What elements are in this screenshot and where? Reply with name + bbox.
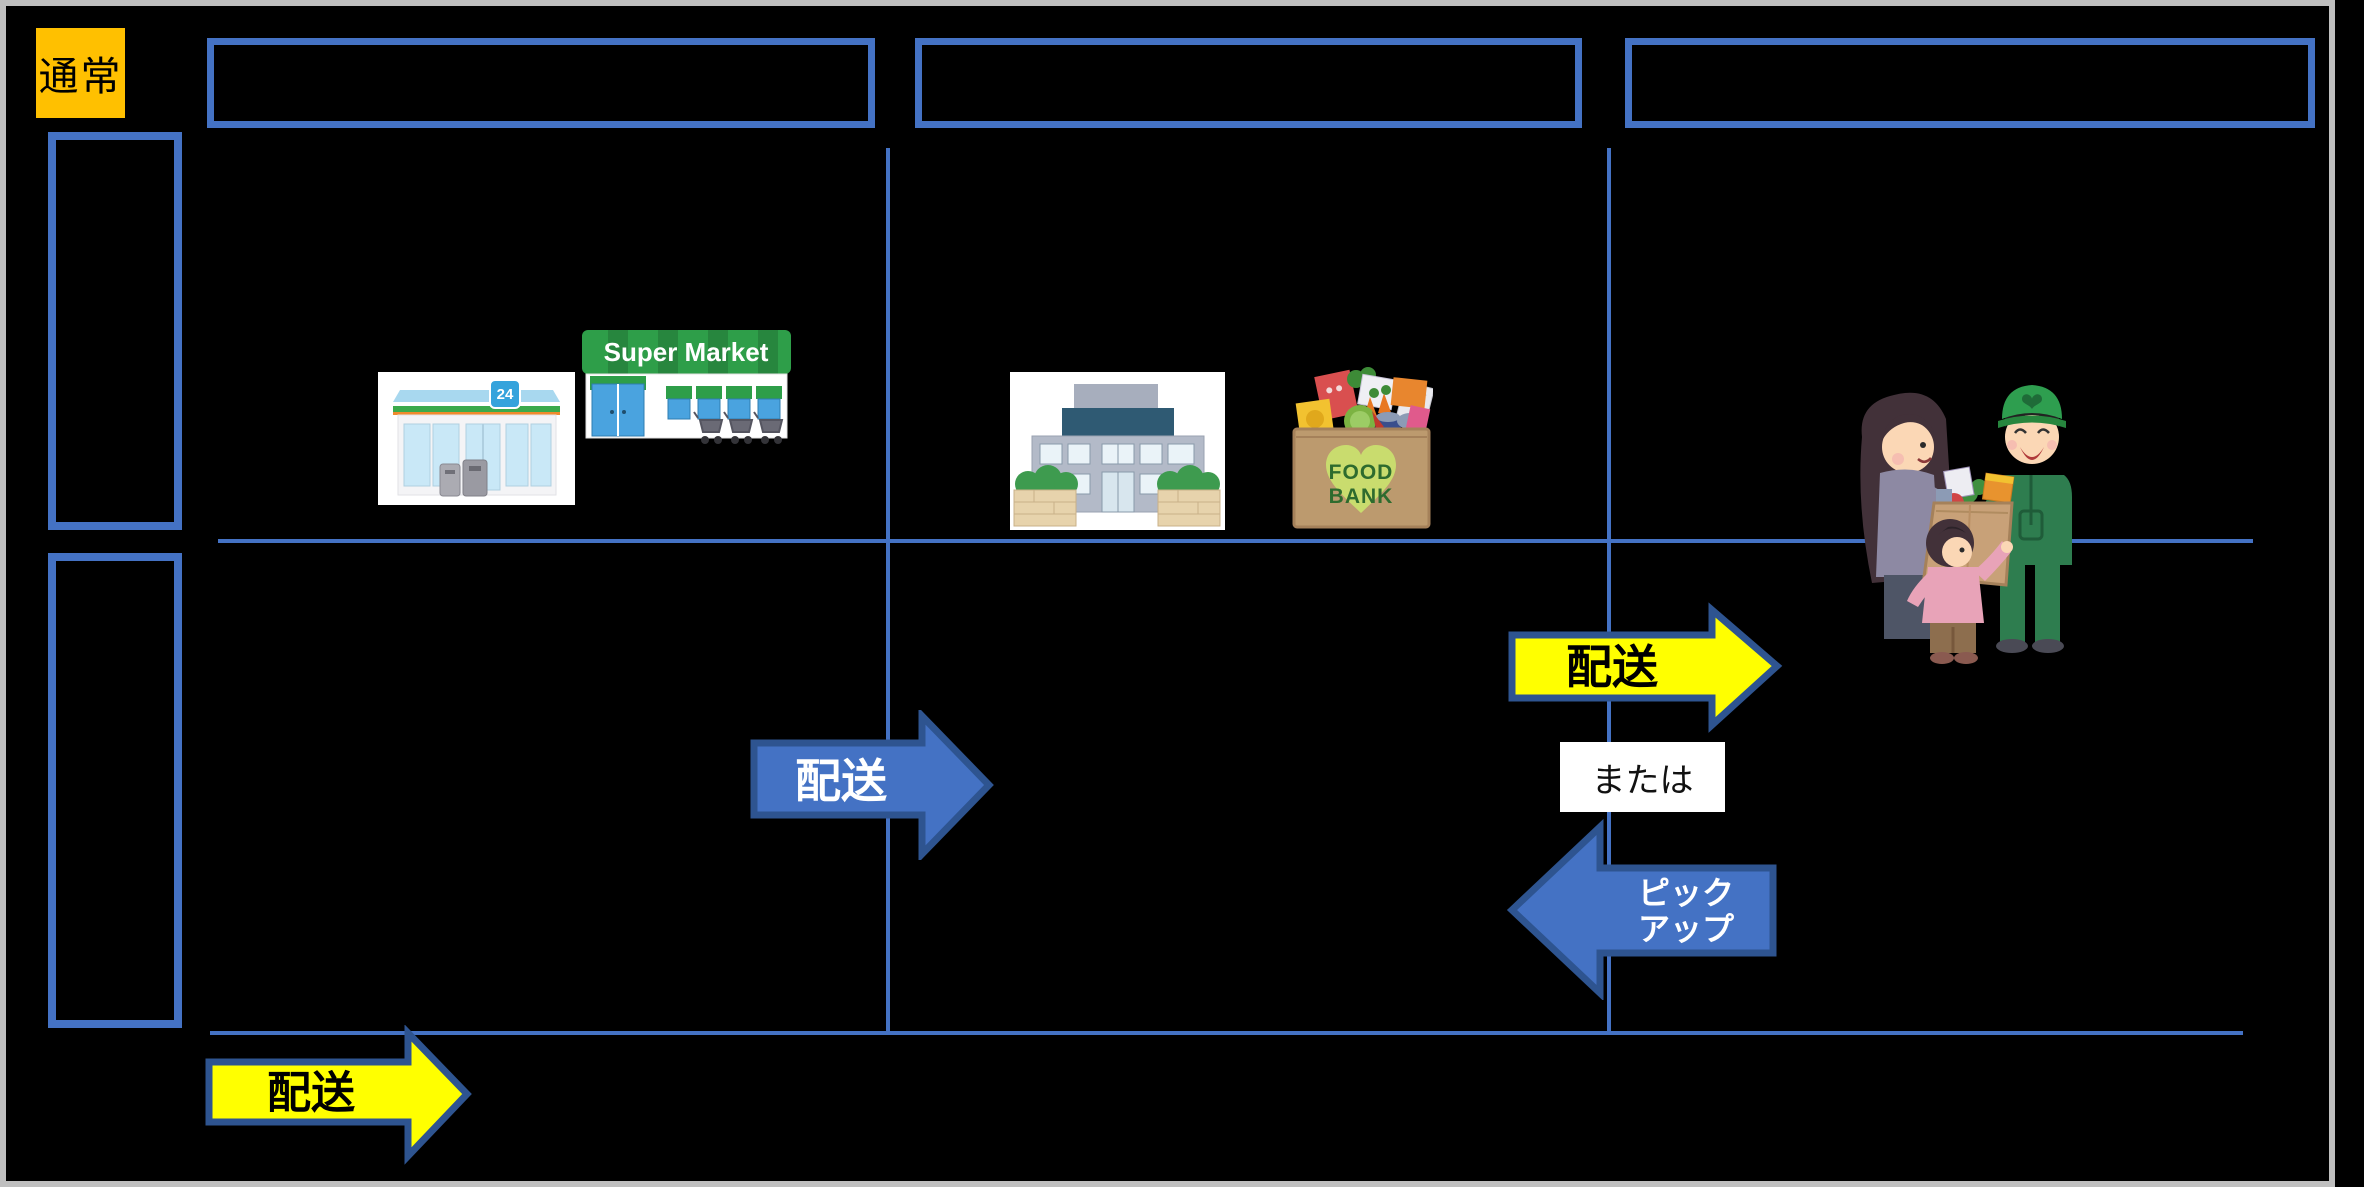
side-box-2 — [48, 553, 182, 1028]
delivery-arrow-supermarket-to-foodbank: 配送 — [750, 710, 994, 860]
delivery-arrow-foodbank-to-family: 配送 — [1508, 602, 1783, 733]
vertical-divider-1 — [886, 148, 890, 1033]
or-label-text: または — [1591, 761, 1694, 800]
delivery-arrow-bottom-label: 配送 — [267, 1069, 355, 1118]
pickup-arrow-family-to-foodbank: ピック アップ — [1506, 818, 1777, 1000]
food-bank-text-line1: FOOD — [1329, 461, 1394, 484]
food-bank-illustration: FOOD BANK — [1292, 367, 1433, 529]
side-box-1 — [48, 132, 182, 530]
row-label-normal: 通常 — [36, 28, 125, 118]
delivery-arrow-mid-label: 配送 — [795, 755, 887, 807]
delivery-arrow-bottom: 配送 — [205, 1025, 472, 1165]
row-label-normal-text: 通常 — [38, 55, 123, 99]
food-bank-text-line2: BANK — [1329, 485, 1394, 508]
convenience-store-illustration: 24 — [378, 372, 575, 505]
or-label-box: または — [1560, 742, 1725, 812]
header-box-3 — [1625, 38, 2315, 128]
office-building-illustration — [1010, 372, 1225, 530]
family-receiving-delivery-illustration — [1860, 385, 2072, 664]
delivery-arrow-right-label: 配送 — [1566, 641, 1658, 693]
convenience-store-sign: 24 — [497, 386, 514, 403]
pickup-arrow-label-line2: アップ — [1638, 911, 1735, 947]
header-box-1 — [207, 38, 875, 128]
pickup-arrow-label-line1: ピック — [1638, 875, 1734, 911]
vertical-divider-2 — [1607, 148, 1611, 1033]
header-box-2 — [915, 38, 1582, 128]
supermarket-sign: Super Market — [604, 337, 769, 367]
horizontal-divider-2 — [210, 1031, 2243, 1035]
supermarket-illustration: Super Market — [582, 330, 791, 444]
horizontal-divider-1 — [218, 539, 2253, 543]
